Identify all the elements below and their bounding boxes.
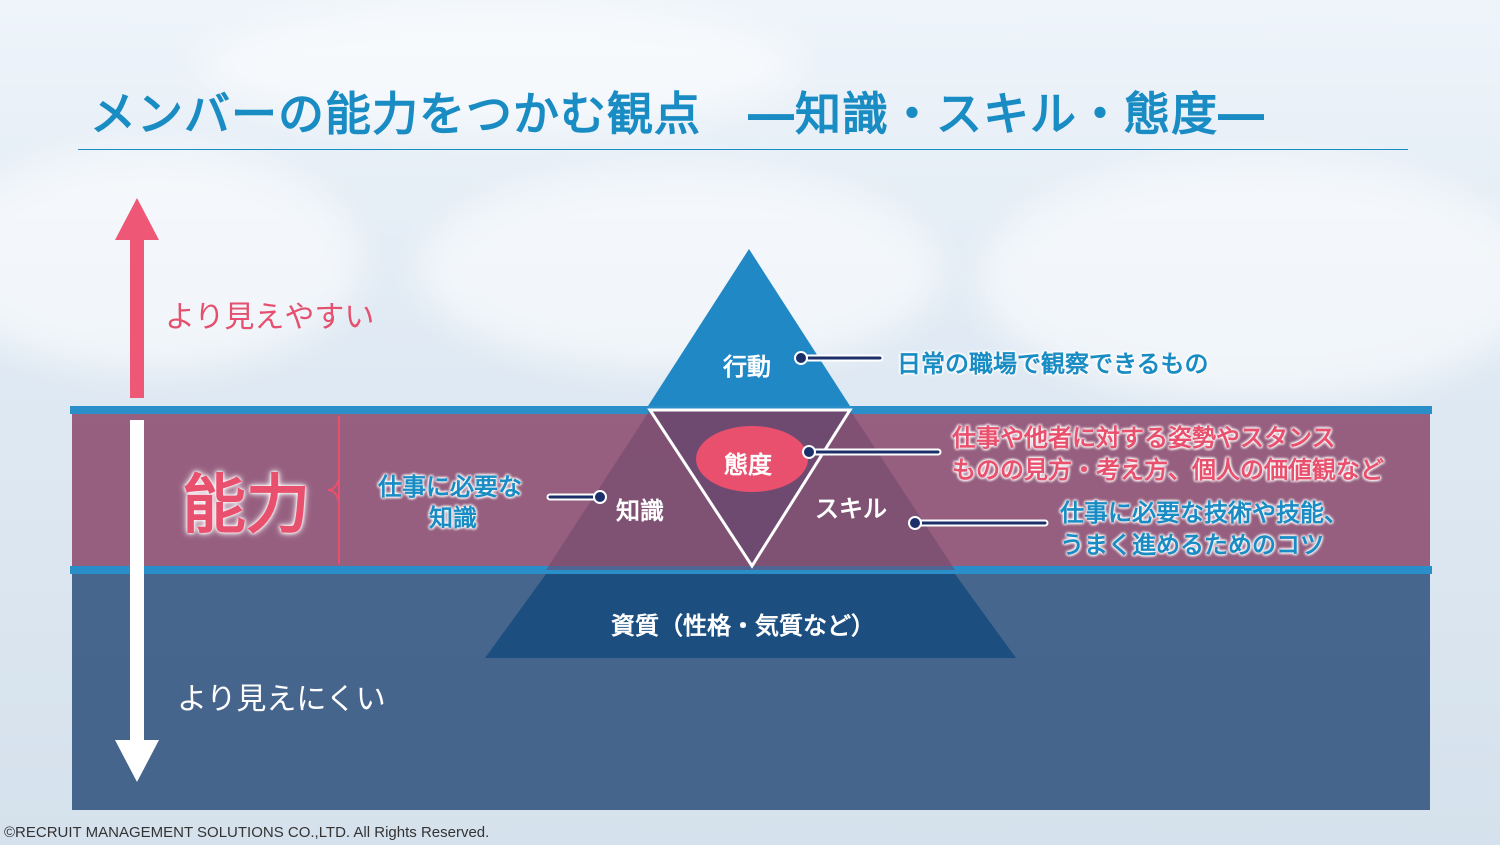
pyramid-top [648,249,850,406]
attitude-callout-line-1: 仕事や他者に対する姿勢やスタンス [952,424,1336,452]
behavior-callout: 日常の職場で観察できるもの [897,350,1209,378]
ability-bracket-notch [327,477,340,503]
aptitude-label: 資質（性格・気質など） [611,612,875,640]
skill-callout-line-1: 仕事に必要な技術や技能、 [1060,499,1348,527]
up-arrow-shaft [130,238,144,398]
knowledge-label: 知識 [616,497,664,525]
skill-callout-line-2: うまく進めるためのコツ [1060,531,1324,559]
behavior-label: 行動 [723,353,771,381]
pyramid-base [485,574,1016,658]
ability-label: 能力 [182,469,310,543]
copyright-footer: ©RECRUIT MANAGEMENT SOLUTIONS CO.,LTD. A… [4,824,490,841]
knowledge-desc-line-2: 知識 [429,504,477,532]
up-arrow-head [115,198,159,240]
more-visible-label: より見えやすい [165,300,375,335]
attitude-ellipse [696,426,808,492]
down-arrow-head [115,740,159,782]
attitude-callout-line-2: ものの見方・考え方、個人の価値観など [952,456,1384,484]
knowledge-desc-line-1: 仕事に必要な [378,473,522,501]
skill-label: スキル [815,495,887,523]
down-arrow-shaft [130,420,144,742]
attitude-label: 態度 [724,451,772,479]
less-visible-label: より見えにくい [177,682,386,717]
slide-title: メンバーの能力をつかむ観点 ―知識・スキル・態度― [90,87,1265,141]
title-underline [78,149,1408,150]
